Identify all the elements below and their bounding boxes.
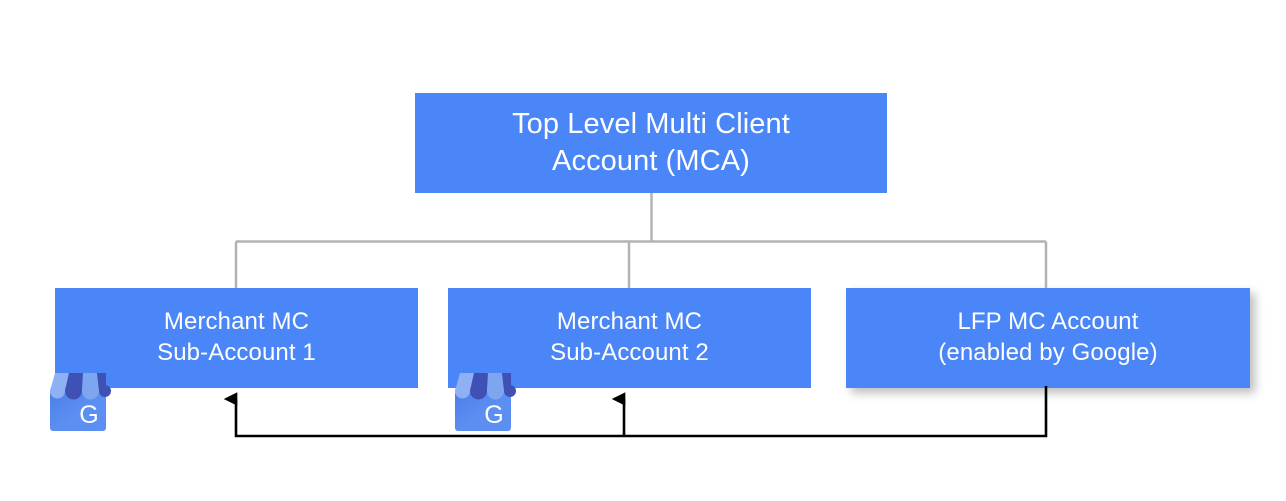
node-top-level-mca[interactable]: Top Level Multi Client Account (MCA)	[415, 93, 887, 193]
node-merchant-sub-account-1[interactable]: Merchant MC Sub-Account 1	[55, 288, 418, 388]
node-merchant-sub-account-2-label: Merchant MC Sub-Account 2	[550, 308, 709, 366]
google-my-business-store-icon: G	[455, 373, 516, 431]
google-g-glyph: G	[79, 401, 98, 429]
node-merchant-sub-account-2[interactable]: Merchant MC Sub-Account 2	[448, 288, 811, 388]
node-top-level-mca-label: Top Level Multi Client Account (MCA)	[512, 107, 790, 177]
google-g-glyph: G	[484, 401, 503, 429]
google-my-business-store-icon: G	[50, 373, 111, 431]
node-lfp-mc-account[interactable]: LFP MC Account (enabled by Google)	[846, 288, 1250, 388]
node-lfp-mc-account-label: LFP MC Account (enabled by Google)	[938, 308, 1158, 366]
node-merchant-sub-account-1-label: Merchant MC Sub-Account 1	[157, 308, 316, 366]
connector-lfp-to-sub1	[223, 386, 1048, 438]
